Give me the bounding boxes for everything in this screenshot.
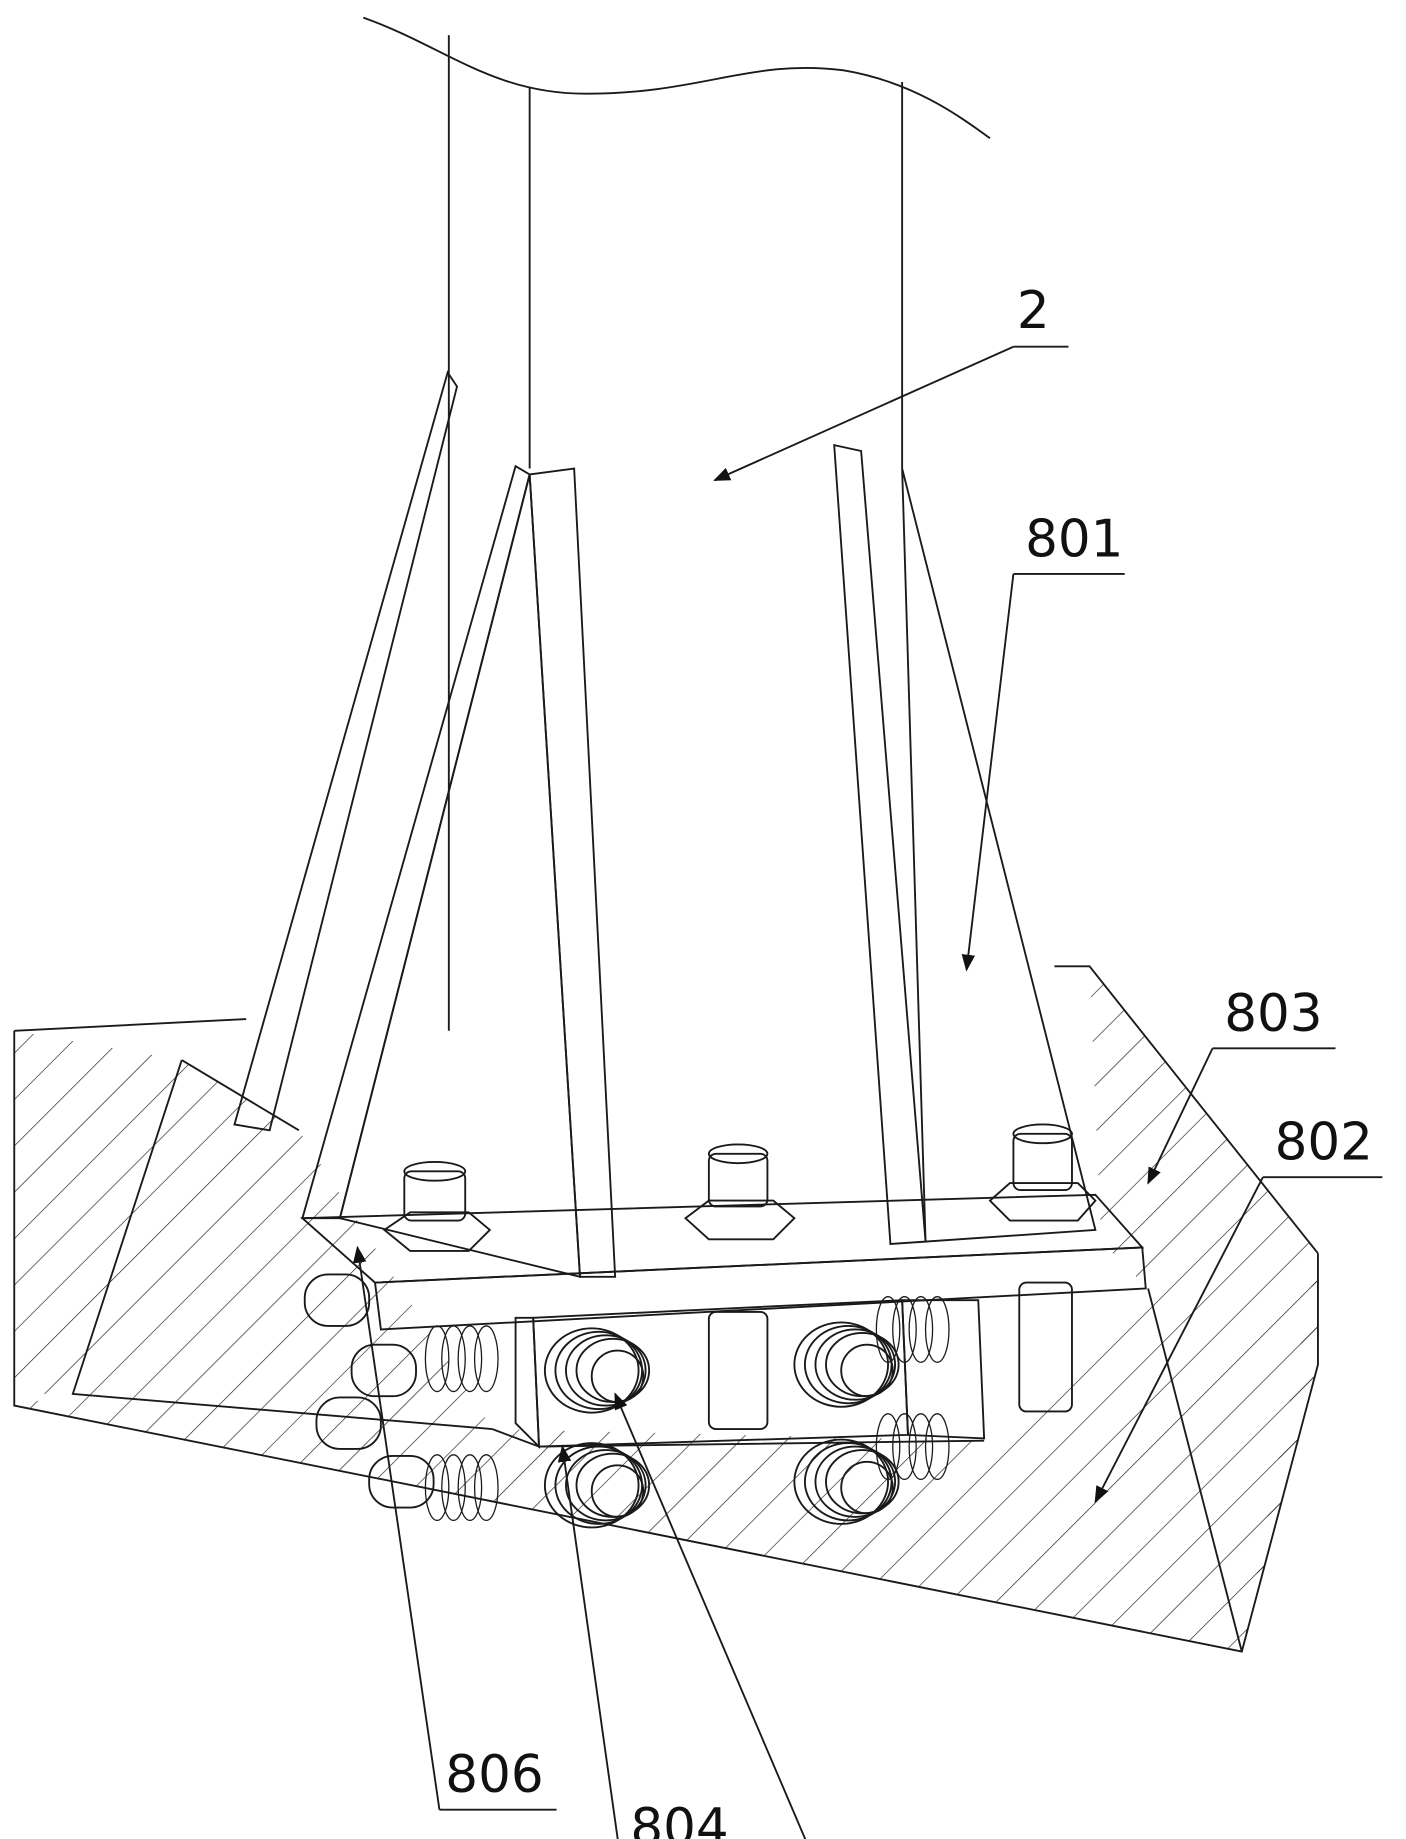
label-804: 804 xyxy=(630,1798,728,1839)
bolt-end xyxy=(592,1351,644,1403)
label-801: 801 xyxy=(1025,509,1123,569)
side-spring-coil xyxy=(876,1297,899,1363)
spring-coil xyxy=(566,1335,646,1405)
label-802: 802 xyxy=(1275,1113,1373,1173)
label-806: 806 xyxy=(445,1745,543,1805)
gusset-plates xyxy=(234,372,1095,1276)
pole xyxy=(449,35,902,1031)
spring-coil xyxy=(555,1332,642,1409)
bolt-end xyxy=(841,1345,893,1397)
foundation-base xyxy=(14,966,1318,1651)
break-line xyxy=(363,18,990,139)
label-2: 2 xyxy=(1017,281,1050,341)
spring-coil xyxy=(815,1329,895,1399)
spring-coil xyxy=(805,1326,892,1403)
label-803: 803 xyxy=(1224,984,1322,1044)
anchor-bolts xyxy=(384,1124,1095,1251)
